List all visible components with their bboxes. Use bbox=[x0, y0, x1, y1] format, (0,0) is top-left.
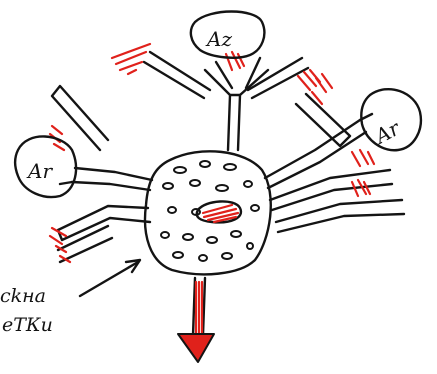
right-ar-cell: Ar bbox=[361, 89, 421, 150]
annotation-pointer: сkна еTКи bbox=[0, 260, 140, 336]
left-ar-cell: Ar bbox=[15, 136, 76, 197]
top-cell-label: Az bbox=[205, 27, 232, 51]
left-cell-label: Ar bbox=[26, 159, 53, 183]
top-receptor bbox=[144, 52, 308, 150]
top-az-cell: Az bbox=[191, 12, 264, 58]
left-red-marks bbox=[50, 126, 70, 262]
output-arrow bbox=[178, 278, 214, 362]
right-receptor bbox=[265, 94, 404, 232]
annotation-line-2: еTКи bbox=[2, 314, 53, 336]
central-cell bbox=[145, 151, 271, 274]
cell-nucleus bbox=[197, 201, 241, 222]
annotation-line-1: сkна bbox=[0, 285, 46, 307]
